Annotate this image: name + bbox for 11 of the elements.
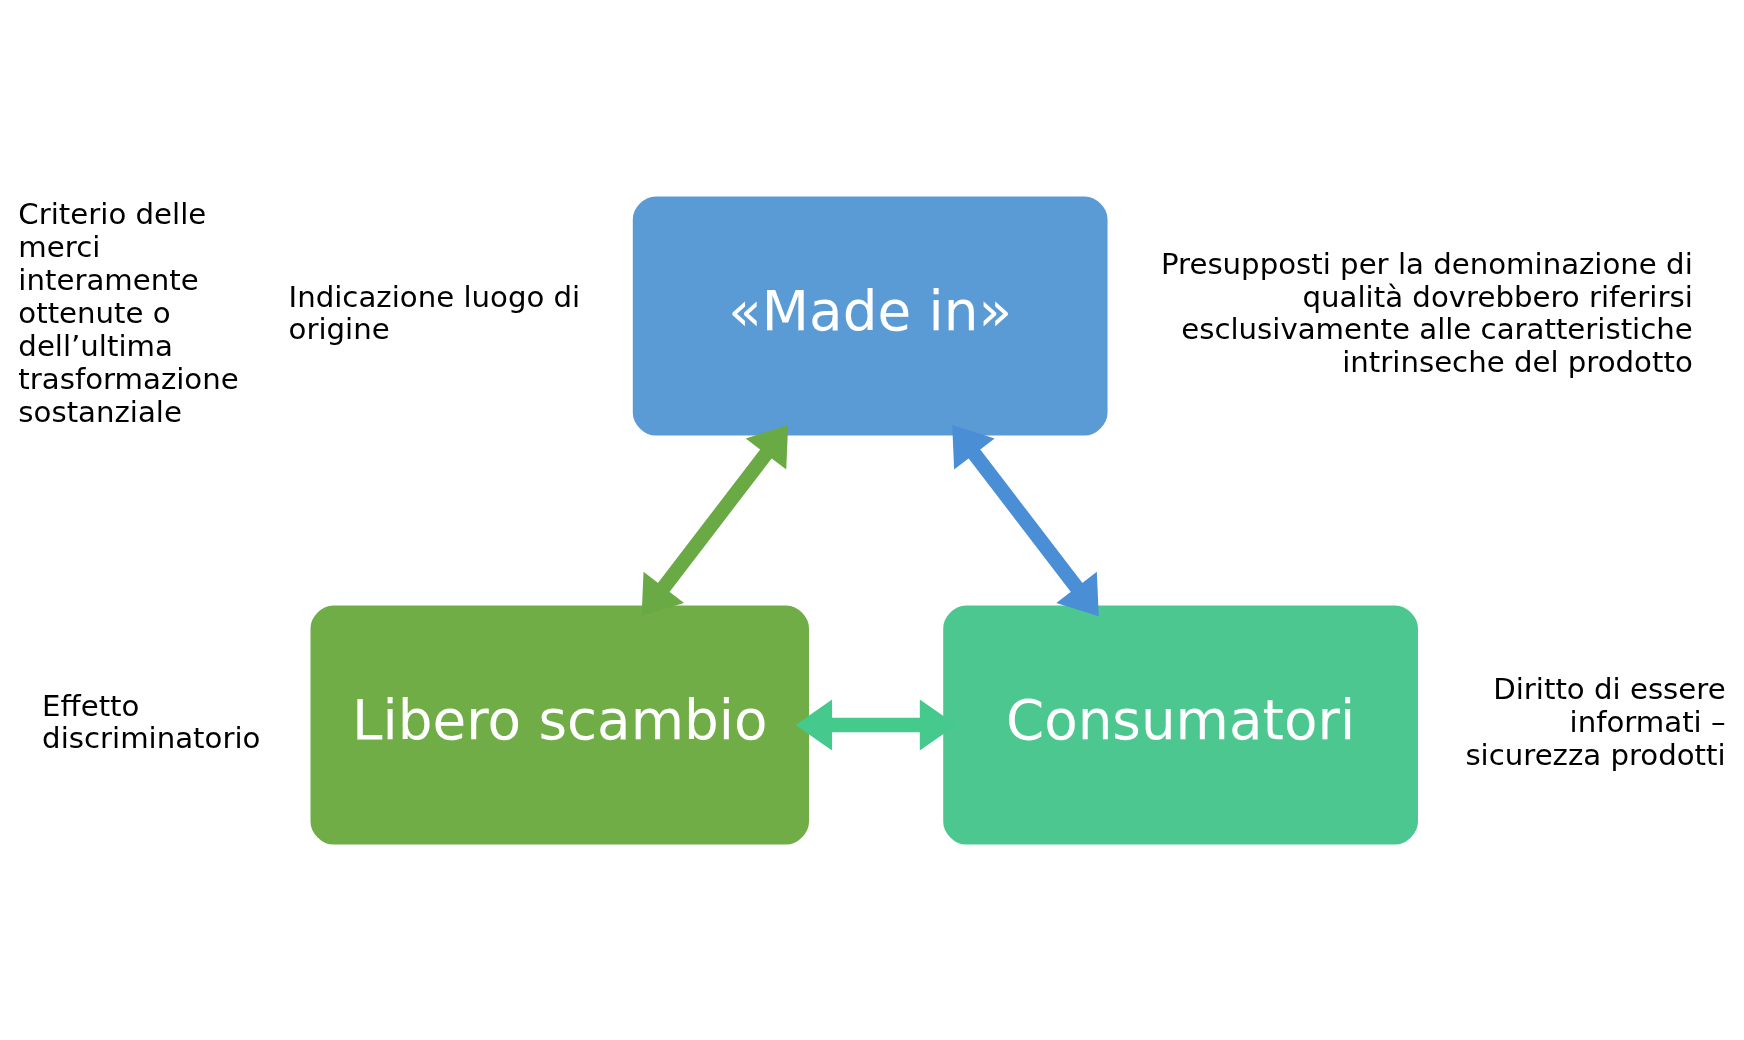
label: Presupposti per la denominazione di qualità dovrebbero riferirsi esclusivamente alle caratteristiche intrinseche del prodotto: [1160, 246, 1693, 379]
node-box: «Made in»: [632, 195, 1108, 436]
label: Indicazione luogo di origine: [288, 279, 581, 346]
label: Diritto di essere informati – sicurezza prodotti: [1465, 671, 1726, 772]
arrow: [641, 424, 789, 616]
label: Criterio delle merci interamente ottenute o dell’ultima trasformazione sostanziale: [18, 196, 239, 429]
arrow: [952, 424, 1099, 616]
node-box: Consumatori: [943, 604, 1418, 845]
arrow: [795, 698, 957, 751]
label: Effetto discriminatorio: [42, 688, 261, 755]
node-box: Libero scambio: [310, 604, 809, 845]
